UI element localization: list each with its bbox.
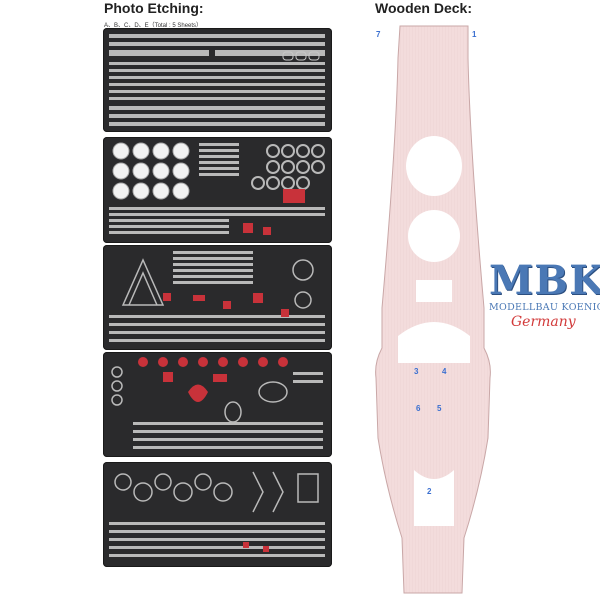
mbk-country: Germany	[511, 314, 576, 330]
mbk-brand-line: MODELLBAU KOENIG	[489, 302, 600, 313]
etching-sheet-c	[103, 245, 332, 350]
sheet-a-parts	[109, 34, 325, 126]
deck-marker-4: 4	[442, 367, 447, 376]
etching-sheet-d	[103, 352, 332, 457]
deck-marker-7: 7	[376, 30, 381, 39]
wooden-deck-title: Wooden Deck:	[375, 0, 472, 16]
photo-etching-title: Photo Etching:	[104, 0, 204, 16]
sheet-c-parts	[109, 251, 325, 342]
sheet-e-parts	[109, 471, 325, 557]
deck-marker-6: 6	[416, 404, 421, 413]
mbk-logo: MBK MODELLBAU KOENIG Germany	[489, 257, 600, 339]
etching-sheet-b	[103, 137, 332, 243]
etching-sheet-a	[103, 28, 332, 132]
wooden-deck-drawing	[375, 25, 491, 594]
sheet-d-parts	[111, 357, 323, 449]
deck-marker-2: 2	[427, 487, 432, 496]
deck-marker-3: 3	[414, 367, 419, 376]
photo-etching-subtitle: A、B、C、D、E（Total : 5 Sheets）	[104, 23, 203, 29]
deck-marker-5: 5	[437, 404, 442, 413]
etching-sheet-e	[103, 462, 332, 567]
sheet-b-parts	[109, 142, 325, 235]
mbk-logo-text: MBK	[489, 257, 600, 304]
deck-marker-1: 1	[472, 30, 477, 39]
